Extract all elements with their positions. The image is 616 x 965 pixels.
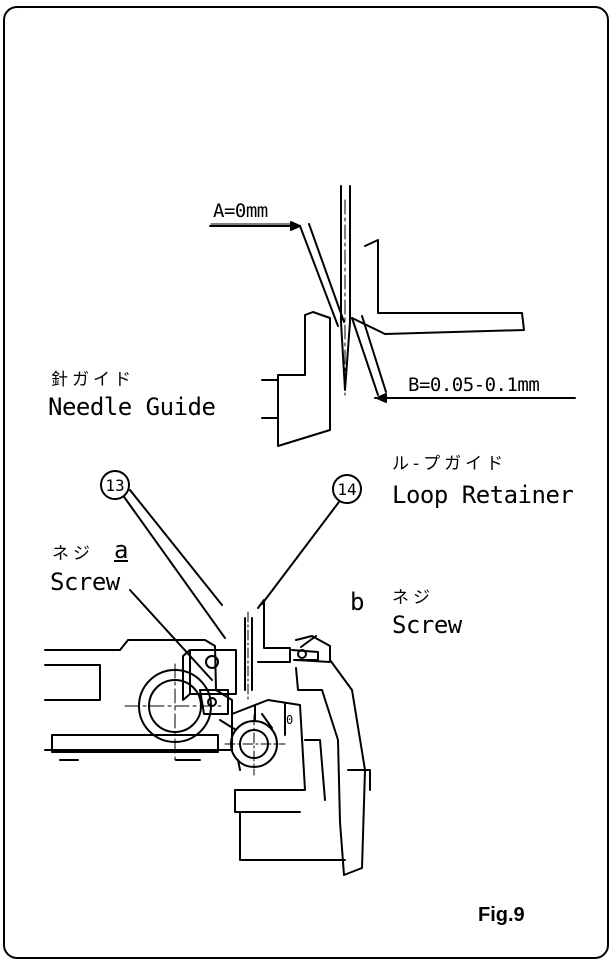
loop-retainer-label-en: Loop Retainer (392, 481, 574, 509)
part-13-callout: 13 (100, 470, 130, 500)
svg-text:0: 0 (286, 713, 293, 727)
lower-bracket: 0 (231, 699, 346, 861)
small-shaft (219, 713, 286, 776)
screw-a-label-jp: ネジ (52, 544, 94, 564)
dimension-lines (209, 221, 576, 403)
lower-needle (244, 611, 253, 701)
loop-retainer-label-jp: ル-プガイド (392, 454, 508, 474)
figure-caption: Fig.9 (478, 904, 525, 926)
dimension-a-label: A=0mm (213, 200, 268, 222)
screw-a-letter: a (114, 536, 128, 564)
screw-b-letter: b (350, 588, 364, 616)
needle (340, 185, 351, 396)
dimension-b-label: B=0.05-0.1mm (408, 374, 540, 396)
loop-retainer-assembly (257, 599, 371, 876)
loop-retainer-part (351, 239, 525, 396)
arm-body (44, 639, 233, 761)
needle-guide-part (261, 223, 345, 447)
leader-lines (111, 479, 349, 681)
needle-guide-label-jp: 針ガイド (51, 370, 135, 390)
needle-guide-label-en: Needle Guide (48, 393, 216, 421)
screw-b-label-en: Screw (392, 611, 462, 639)
screw-a-label-en: Screw (50, 568, 120, 596)
needle-guide-block (182, 649, 237, 715)
screw-b-label-jp: ネジ (392, 588, 434, 608)
part-14-callout: 14 (332, 474, 362, 504)
figure-frame (3, 6, 609, 959)
